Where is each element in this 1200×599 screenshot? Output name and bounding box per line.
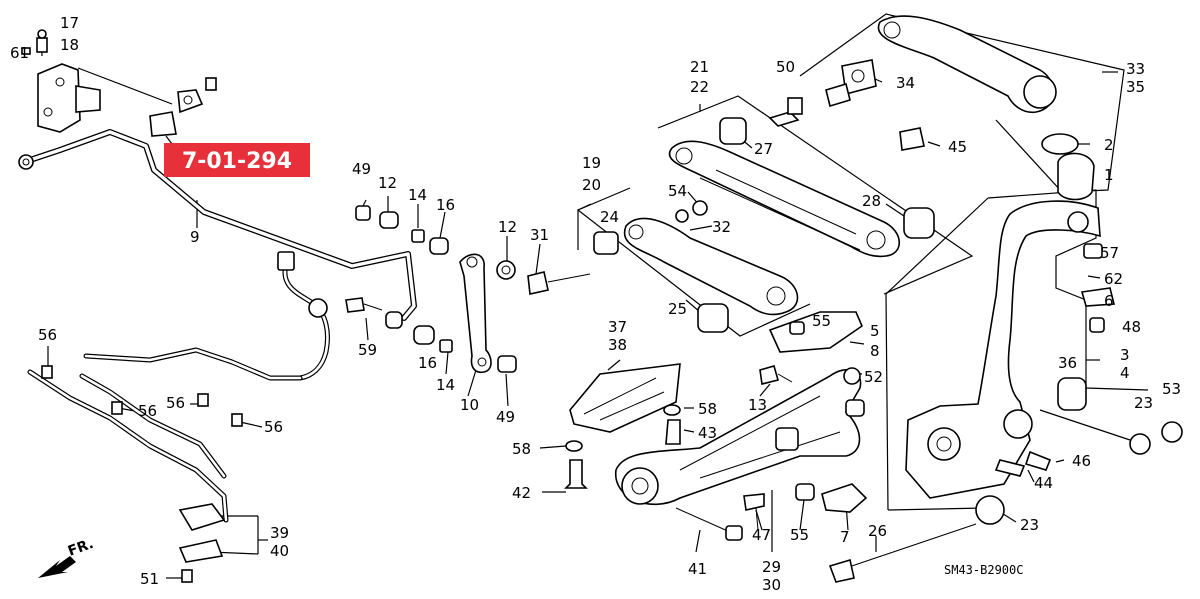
upper-arm-33-35: [825, 15, 1095, 201]
callout-c56d: 56: [264, 418, 283, 436]
callout-c48: 48: [1122, 318, 1141, 336]
direction-label: FR.: [66, 536, 96, 560]
callout-c30: 30: [762, 576, 781, 594]
callout-c18: 18: [60, 36, 79, 54]
callout-c29: 29: [762, 558, 781, 576]
callout-c14a: 14: [408, 186, 427, 204]
callout-c14b: 14: [436, 376, 455, 394]
callout-c32: 32: [712, 218, 731, 236]
callout-c51: 51: [140, 570, 159, 588]
callout-c22: 22: [690, 78, 709, 96]
callout-c10: 10: [460, 396, 479, 414]
callout-c16a: 16: [436, 196, 455, 214]
callout-c7: 7: [840, 528, 850, 546]
knuckle-assembly: [905, 200, 1183, 525]
stabilizer-bushing-holder: [149, 77, 217, 137]
callout-c46: 46: [1072, 452, 1091, 470]
callout-c20: 20: [582, 176, 601, 194]
callout-c57: 57: [1100, 244, 1119, 262]
stabilizer-bracket: [21, 29, 101, 133]
callout-c38: 38: [608, 336, 627, 354]
stabilizer-link: [459, 253, 492, 374]
callout-c33: 33: [1126, 60, 1145, 78]
callout-c54: 54: [668, 182, 687, 200]
callout-c6: 6: [1104, 292, 1114, 310]
callout-c16b: 16: [418, 354, 437, 372]
callout-c53: 53: [1162, 380, 1181, 398]
leader-lines: [41, 13, 1149, 579]
callout-c47: 47: [752, 526, 771, 544]
callout-c43: 43: [698, 424, 717, 442]
callout-c58a: 58: [698, 400, 717, 418]
stabilizer-bar: [18, 129, 417, 321]
callout-c26: 26: [868, 522, 887, 540]
callout-c12a: 12: [378, 174, 397, 192]
callout-c19: 19: [582, 154, 601, 172]
callout-c62: 62: [1104, 270, 1123, 288]
callout-c42: 42: [512, 484, 531, 502]
callout-c23b: 23: [1020, 516, 1039, 534]
callout-c41: 41: [688, 560, 707, 578]
front-direction-indicator: FR.: [38, 536, 96, 578]
callout-c55b: 55: [790, 526, 809, 544]
callout-c50: 50: [776, 58, 795, 76]
callout-c28: 28: [862, 192, 881, 210]
callout-c61: 61: [10, 44, 29, 62]
reference-code: 7-01-294: [182, 149, 292, 174]
callout-c5: 5: [870, 322, 880, 340]
callout-c24: 24: [600, 208, 619, 226]
callout-c59: 59: [358, 341, 377, 359]
callout-c25: 25: [668, 300, 687, 318]
callout-c13: 13: [748, 396, 767, 414]
lower-arm-hardware: [675, 311, 977, 583]
callout-c58b: 58: [512, 440, 531, 458]
callout-c21: 21: [690, 58, 709, 76]
callout-c3: 3: [1120, 346, 1130, 364]
callout-labels: 17 18 61 9 49 12 14 16 12 31 59 16 14 10…: [10, 14, 1181, 594]
callout-c56a: 56: [38, 326, 57, 344]
callout-c9: 9: [190, 228, 200, 246]
abs-sensor-harness: [277, 251, 330, 381]
callout-c17: 17: [60, 14, 79, 32]
callout-c4: 4: [1120, 364, 1130, 382]
diagram-code: SM43-B2900C: [944, 563, 1023, 577]
callout-c37: 37: [608, 318, 627, 336]
callout-c40: 40: [270, 542, 289, 560]
callout-c39: 39: [270, 524, 289, 542]
callout-c23a: 23: [1134, 394, 1153, 412]
callout-c44: 44: [1034, 474, 1053, 492]
callout-c52: 52: [864, 368, 883, 386]
callout-c56c: 56: [166, 394, 185, 412]
callout-c27: 27: [754, 140, 773, 158]
callout-c31: 31: [530, 226, 549, 244]
callout-c34: 34: [896, 74, 915, 92]
brake-hose-assembly: [27, 347, 303, 583]
callout-c49a: 49: [352, 160, 371, 178]
callout-c49b: 49: [496, 408, 515, 426]
trailing-bracket-37-38: [564, 363, 681, 489]
reference-box: 7-01-294: [164, 143, 310, 177]
callout-c35: 35: [1126, 78, 1145, 96]
callout-c8: 8: [870, 342, 880, 360]
callout-c2: 2: [1104, 136, 1114, 154]
callout-c1: 1: [1104, 166, 1114, 184]
callout-c56b: 56: [138, 402, 157, 420]
callout-c45: 45: [948, 138, 967, 156]
small-hardware-12-14-16: [345, 205, 591, 373]
callout-c55a: 55: [812, 312, 831, 330]
callout-c12b: 12: [498, 218, 517, 236]
upper-control-arm-21-22: [668, 97, 935, 258]
upper-arm-19-20: [593, 200, 799, 333]
callout-c36: 36: [1058, 354, 1077, 372]
